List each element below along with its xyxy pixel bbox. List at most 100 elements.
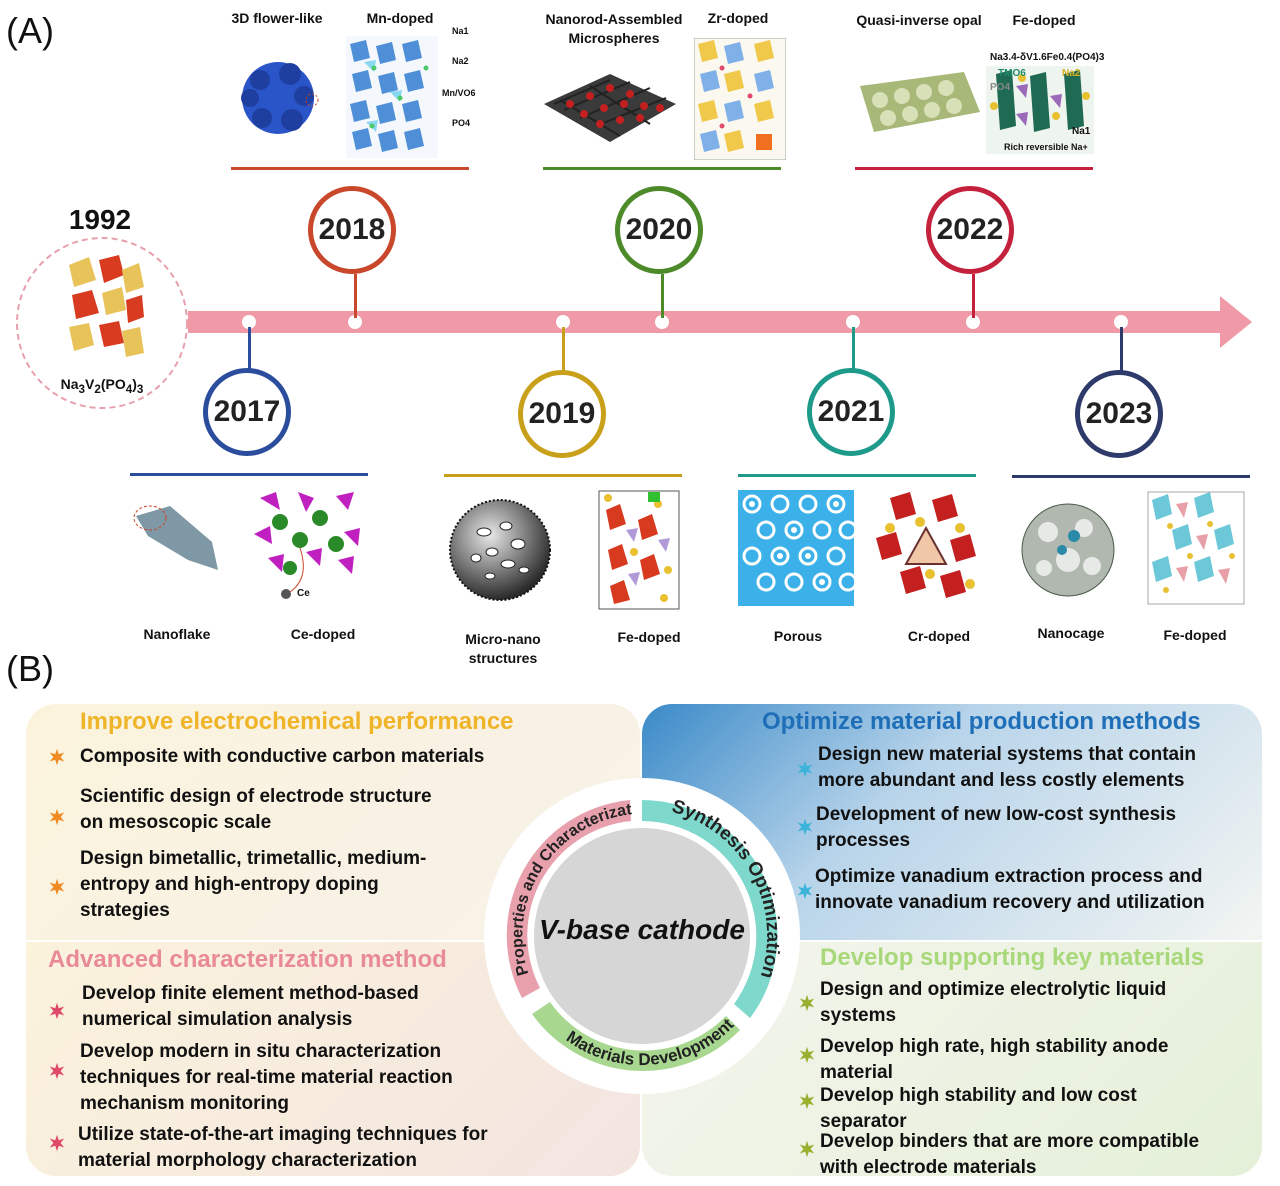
divider-2022 [855,167,1093,170]
star-icon [799,1092,815,1110]
caption-3d-flower: 3D flower-like [231,10,323,26]
center-title: V-base cathode [539,914,745,945]
star-icon [799,1046,815,1064]
label-mn-vo6: Mn/VO6 [442,88,476,98]
title-key-materials: Develop supporting key materials [820,944,1205,971]
panel-b-label: (B) [6,648,54,689]
nanoflake-image [133,505,218,570]
stem-2022 [972,274,975,318]
caption-mn-doped: Mn-doped [366,10,434,26]
timeline-dot-2020 [655,315,669,329]
bullet-electrochemical-3: Design bimetallic, trimetallic, medium-e… [80,848,427,921]
stem-2020 [661,274,664,318]
caption-nanocage: Nanocage [1037,625,1105,641]
label-na2-2022: Na2 [1062,68,1081,79]
origin-formula: Na3V2(PO4)3 [60,376,144,396]
bullet-production-1: Design new material systems that contain… [818,744,1197,791]
flower-morphology-image [241,62,319,134]
cr-doped-structure-image [876,492,976,598]
micro-nano-sphere-image [449,499,551,601]
year-circle-2017: 2017 [203,368,291,456]
center-ring: Properties and Characterization Synthesi… [484,778,800,1094]
caption-nanoflake: Nanoflake [143,626,211,642]
ring-segment-materials [532,1002,740,1071]
caption-micro-nano: Micro-nano structures [465,631,541,666]
timeline-dot-2017 [242,315,256,329]
title-production: Optimize material production methods [762,708,1201,735]
star-icon [797,760,813,778]
divider-2017 [130,473,368,476]
divider-2021 [738,474,976,477]
label-po4: PO4 [452,118,471,128]
divider-2020 [543,167,781,170]
caption-fe-doped-2022: Fe-doped [1012,12,1076,28]
caption-nanorod-microspheres: Nanorod-Assembled Microspheres [545,11,683,46]
year-circle-2018: 2018 [308,186,396,274]
nanorod-microsphere-image [544,74,676,142]
stem-2021 [852,327,855,371]
origin-year: 1992 [68,204,132,235]
year-circle-2023: 2023 [1075,370,1163,458]
label-na1: Na1 [452,26,469,36]
timeline-dot-2023 [1114,315,1128,329]
title-electrochemical: Improve electrochemical performance [80,708,514,735]
stem-2019 [562,327,565,371]
fe-doped-2019-structure-image [598,490,680,610]
label-2022-formula: Na3.4-δV1.6Fe0.4(PO4)3 [990,52,1105,63]
label-tmo6: TMO6 [998,68,1026,79]
star-icon [799,1140,815,1158]
bullet-electrochemical-1: Composite with conductive carbon materia… [80,746,485,767]
star-icon [797,882,813,900]
label-po4-2022: PO4 [990,82,1011,93]
caption-porous: Porous [773,628,823,644]
star-icon [797,818,813,836]
caption-fe-doped-2023: Fe-doped [1163,627,1227,643]
star-icon [49,748,65,766]
mn-doped-structure-image [346,36,438,158]
ring-segment-synthesis [642,800,778,1018]
divider-2018 [231,167,469,170]
stem-2017 [248,327,251,371]
caption-zr-doped: Zr-doped [707,10,769,26]
bullet-key-materials-4: Develop binders that are more compatible… [820,1131,1200,1178]
zr-doped-structure-image [694,38,786,160]
stem-2018 [354,274,357,318]
caption-quasi-inverse-opal: Quasi-inverse opal [856,12,982,28]
timeline-dot-2018 [348,315,362,329]
star-icon [49,808,65,826]
caption-ce-doped: Ce-doped [290,626,356,642]
caption-fe-doped-2019: Fe-doped [617,629,681,645]
fe-doped-2023-structure-image [1147,491,1245,605]
bullet-characterization-3: Utilize state-of-the-art imaging techniq… [78,1124,488,1171]
star-icon [49,1002,65,1020]
year-circle-2022: 2022 [926,186,1014,274]
star-icon [49,878,65,896]
ring-segment-properties [506,800,631,998]
ce-doped-structure-image [254,492,360,599]
year-circle-2020: 2020 [615,186,703,274]
star-icon [799,994,815,1012]
bullet-production-3: Optimize vanadium extraction process and… [815,866,1205,913]
center-disc [534,828,750,1044]
timeline-dot-2019 [556,315,570,329]
panel-a-label: (A) [6,10,54,51]
label-na1-2022: Na1 [1072,126,1091,137]
label-na2: Na2 [452,56,469,66]
star-icon [49,1134,65,1152]
caption-cr-doped: Cr-doped [907,628,971,644]
year-circle-2021: 2021 [807,368,895,456]
bullet-electrochemical-2: Scientific design of electrode structure… [80,786,432,833]
year-circle-2019: 2019 [518,370,606,458]
porous-image [738,490,854,606]
inverse-opal-image [860,72,980,132]
label-rich-na: Rich reversible Na+ [1004,142,1088,152]
label-ce: Ce [297,588,310,599]
stem-2023 [1120,327,1123,371]
divider-2023 [1012,475,1250,478]
